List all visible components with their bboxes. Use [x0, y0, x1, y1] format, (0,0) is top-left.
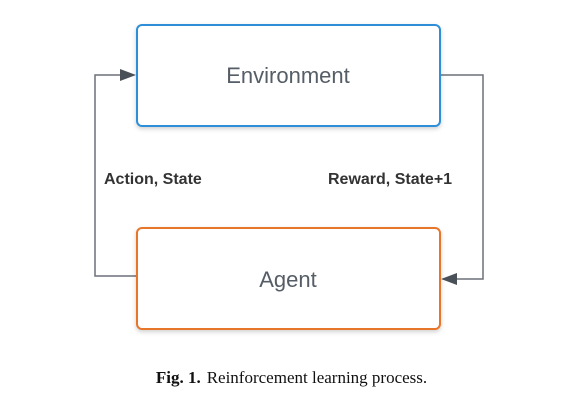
reward-state-label: Reward, State+1: [328, 171, 452, 188]
environment-box: [136, 24, 441, 127]
action-state-connector: [94, 74, 136, 277]
agent-box: [136, 227, 441, 330]
environment-node: Environment: [136, 24, 441, 127]
arrowhead-into-agent-icon: [441, 273, 457, 285]
figure-number: Fig. 1.: [155, 368, 201, 387]
figure-caption: Fig. 1. Reinforcement learning process.: [0, 368, 583, 388]
agent-node: Agent: [136, 227, 441, 330]
arrowhead-into-environment-icon: [120, 69, 136, 81]
action-state-label: Action, State: [104, 171, 202, 188]
environment-label: Environment: [226, 63, 350, 88]
agent-label: Agent: [259, 267, 317, 292]
figure-caption-text: Reinforcement learning process.: [206, 368, 428, 387]
reward-state-connector: [441, 74, 484, 280]
